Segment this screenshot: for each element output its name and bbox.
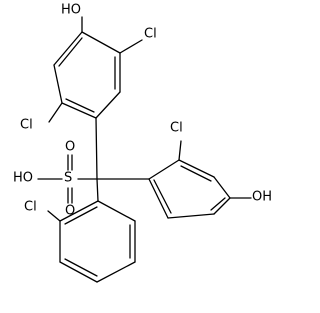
- atom-labels: HO Cl Cl Cl OH HO S O O Cl: [13, 3, 272, 219]
- chlorine-label-top-right: Cl: [144, 27, 157, 42]
- sulfonic-hydroxyl-label: HO: [13, 171, 33, 186]
- chemical-structure: HO Cl Cl Cl OH HO S O O Cl: [13, 3, 272, 283]
- oxygen-label-top: O: [65, 140, 75, 155]
- bond-lines: [37, 16, 252, 283]
- chlorine-label-bottom: Cl: [24, 200, 37, 215]
- hydroxyl-label-top: HO: [61, 3, 81, 18]
- chlorine-label-upper-right: Cl: [170, 121, 183, 136]
- sulfur-label: S: [64, 171, 72, 186]
- oxygen-label-bottom: O: [65, 204, 75, 219]
- chlorine-label-ring-left: Cl: [20, 118, 33, 133]
- hydroxyl-label-right: OH: [252, 190, 272, 205]
